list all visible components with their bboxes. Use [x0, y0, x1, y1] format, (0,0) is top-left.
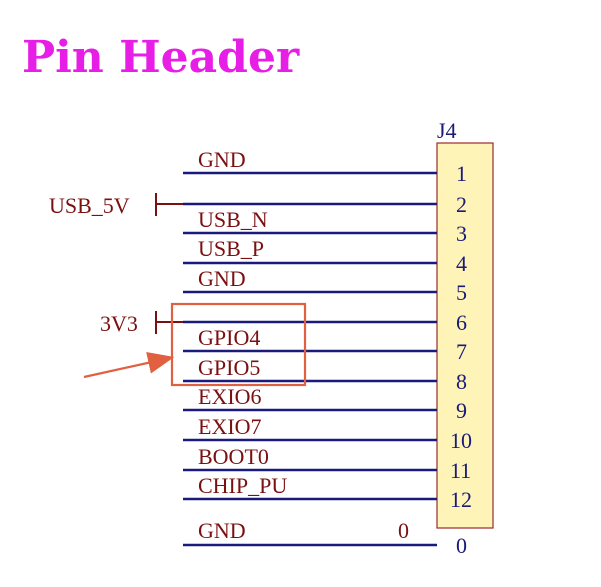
- net-label-exio7: EXIO7: [198, 414, 262, 439]
- pin-number-11: 11: [450, 458, 471, 483]
- net-label-usb-n: USB_N: [198, 207, 268, 232]
- net-label-exio6: EXIO6: [198, 384, 262, 409]
- pin-number-7: 7: [456, 339, 467, 364]
- highlight-arrow: [83, 352, 175, 379]
- net-label-gpio4: GPIO4: [198, 325, 260, 350]
- pin-numbers: 1 2 3 4 5 6 7 8 9 10 11 12 0: [450, 161, 472, 558]
- power-label-3v3: 3V3: [100, 311, 138, 336]
- pin-number-12: 12: [450, 487, 472, 512]
- power-label-usb-5v: USB_5V: [49, 193, 130, 218]
- net-label-gnd-1: GND: [198, 147, 246, 172]
- page-title: Pin Header: [22, 32, 300, 83]
- pin-number-1: 1: [456, 161, 467, 186]
- pin-number-2: 2: [456, 192, 467, 217]
- net-label-gpio5: GPIO5: [198, 355, 260, 380]
- connector-ref: J4: [437, 118, 457, 143]
- pin-number-5: 5: [456, 280, 467, 305]
- pin-header-body: [436, 142, 494, 529]
- net-label-gnd-5: GND: [198, 266, 246, 291]
- highlight-box: [170, 302, 307, 387]
- net-label-gnd-bottom: GND: [198, 518, 246, 543]
- pin-number-6: 6: [456, 310, 467, 335]
- net-label-chip-pu: CHIP_PU: [198, 473, 287, 498]
- pin-number-10: 10: [450, 428, 472, 453]
- net-label-boot0: BOOT0: [198, 444, 269, 469]
- pin-number-9: 9: [456, 398, 467, 423]
- power-ports: [155, 193, 183, 334]
- wires: [183, 171, 437, 547]
- net-labels: GND USB_N USB_P GND GPIO4 GPIO5 EXIO6 EX…: [198, 147, 409, 543]
- pin-number-8: 8: [456, 369, 467, 394]
- net-label-usb-p: USB_P: [198, 236, 264, 261]
- pin-number-3: 3: [456, 221, 467, 246]
- pin-number-0: 0: [456, 533, 467, 558]
- net-label-gnd-bottom-pin: 0: [398, 518, 409, 543]
- pin-number-4: 4: [456, 251, 467, 276]
